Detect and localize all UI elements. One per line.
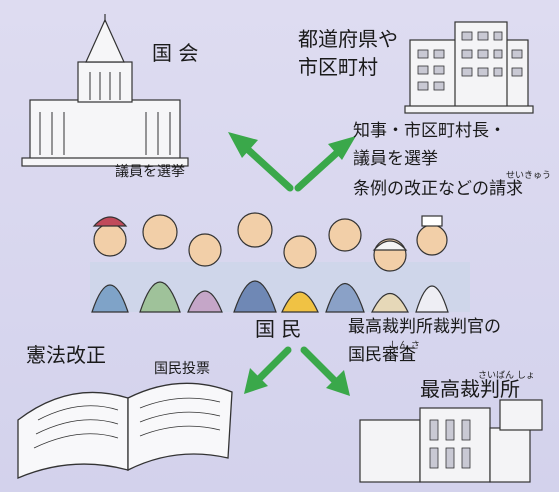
node-local-gov-line1: 都道府県や	[298, 27, 398, 51]
node-people: 国 民	[255, 317, 302, 341]
edge-label-to-diet: 議員を選挙	[115, 164, 185, 180]
edge-label-to-local-line3: 条例の改正などの請求	[353, 179, 523, 199]
arrow-to-diet	[228, 132, 294, 192]
edge-label-to-local-line1: 知事・市区町村長・	[353, 121, 506, 141]
people-group-icon	[90, 212, 470, 313]
edge-label-to-court-line1: 最高裁判所裁判官の	[348, 317, 501, 337]
node-constitution: 憲法改正	[26, 343, 106, 367]
edge-label-to-constitution: 国民投票	[154, 361, 210, 377]
open-book-icon	[17, 382, 233, 479]
furigana-saibansho: さいばん しょ	[478, 371, 535, 381]
furigana-shinsa: しん さ	[390, 341, 420, 351]
arrow-to-local-gov	[294, 136, 356, 192]
office-building-icon	[404, 21, 534, 114]
arrow-to-supreme-court	[300, 346, 350, 396]
arrow-to-constitution	[244, 346, 292, 394]
node-diet: 国 会	[152, 41, 199, 65]
node-supreme-court: 最高裁判所	[420, 377, 520, 401]
edge-label-to-court-line2: 国民審査	[348, 345, 416, 365]
furigana-seikyu: せいきゅう	[506, 171, 552, 181]
edge-label-to-local-line2: 議員を選挙	[353, 149, 438, 169]
diet-building-icon	[21, 14, 189, 167]
node-local-gov-line2: 市区町村	[298, 55, 378, 79]
court-building-icon	[359, 399, 543, 483]
